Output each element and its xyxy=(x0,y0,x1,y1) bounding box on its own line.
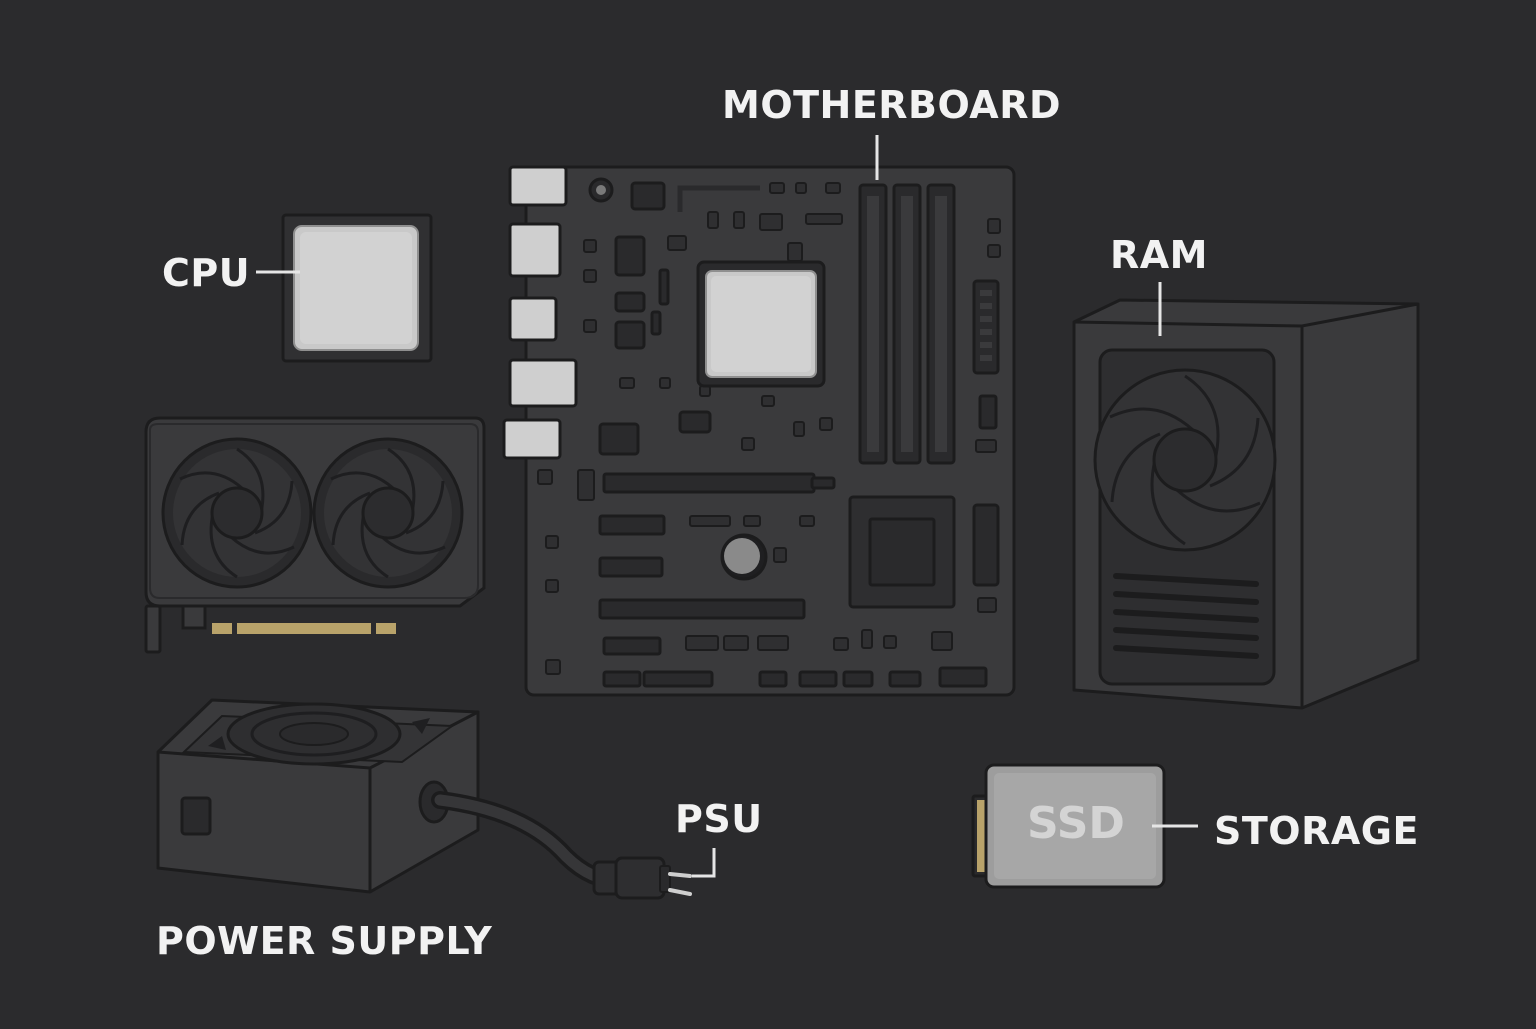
psu-leader-line xyxy=(692,848,716,878)
power-supply-unit xyxy=(156,698,692,900)
pcie-slots xyxy=(598,472,836,656)
ram-label: RAM xyxy=(1110,233,1208,277)
io-ports xyxy=(502,165,578,460)
ssd-drive: SSD xyxy=(971,763,1166,889)
ram-vents xyxy=(1113,573,1259,659)
ram-unit xyxy=(1072,298,1420,710)
psu-switch xyxy=(180,796,212,836)
ram-fan xyxy=(1093,368,1277,552)
ssd-face-label: SSD xyxy=(1027,798,1125,849)
cpu-chip xyxy=(281,213,433,363)
power-plug xyxy=(592,856,692,900)
cpu-socket xyxy=(696,260,826,388)
motherboard-label: MOTHERBOARD xyxy=(722,83,1062,127)
power-supply-label: POWER SUPPLY xyxy=(156,919,493,963)
cpu-label: CPU xyxy=(162,251,251,295)
chipset xyxy=(848,495,956,609)
gpu-gold-contacts xyxy=(212,623,396,634)
gpu-fan-right xyxy=(312,437,464,589)
gpu-fan-left xyxy=(161,437,313,589)
psu-label: PSU xyxy=(675,797,763,841)
motherboard xyxy=(502,165,1016,697)
graphics-card xyxy=(144,416,486,654)
storage-label: STORAGE xyxy=(1214,809,1419,853)
